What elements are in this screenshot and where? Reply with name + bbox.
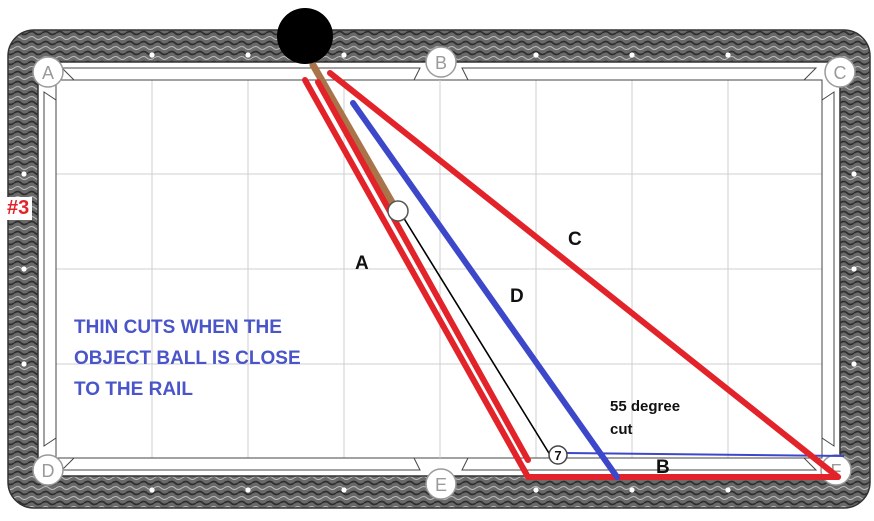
title-line-2: OBJECT BALL IS CLOSE bbox=[74, 348, 301, 369]
line-d bbox=[350, 100, 620, 480]
line-a-right bbox=[315, 79, 531, 463]
cut-note-line-2: cut bbox=[610, 421, 633, 438]
pocket-d: D bbox=[32, 454, 64, 486]
pocket-d-label: D bbox=[42, 461, 55, 481]
title-line-3: TO THE RAIL bbox=[74, 379, 193, 400]
pocket-a-label: A bbox=[42, 63, 54, 83]
pocket-e: E bbox=[425, 468, 457, 500]
cue-ball bbox=[387, 200, 409, 222]
diagram-number-tag: #3 bbox=[4, 197, 33, 220]
pocket-f-label: F bbox=[831, 461, 842, 481]
pocket-c: C bbox=[824, 56, 856, 88]
line-b-label: B bbox=[656, 457, 670, 478]
line-a-left bbox=[302, 77, 531, 480]
line-d-label: D bbox=[510, 286, 524, 307]
object-ball-number: 7 bbox=[554, 448, 561, 463]
rail-diamonds bbox=[21, 52, 857, 493]
cut-baseline bbox=[565, 452, 845, 457]
object-ball-7: 7 bbox=[548, 445, 568, 465]
line-a-label: A bbox=[355, 253, 369, 274]
line-c bbox=[327, 70, 841, 480]
pocket-e-label: E bbox=[435, 475, 447, 495]
pocket-c-label: C bbox=[834, 63, 847, 83]
red-lines bbox=[302, 70, 841, 480]
cut-angle-note: 55 degree cut bbox=[610, 395, 680, 441]
aim-line bbox=[399, 211, 553, 459]
playing-surface bbox=[55, 79, 823, 459]
pocket-a: A bbox=[32, 56, 64, 88]
pocket-b: B bbox=[425, 46, 457, 78]
diagram-title: THIN CUTS WHEN THE OBJECT BALL IS CLOSE … bbox=[74, 312, 301, 405]
title-line-1: THIN CUTS WHEN THE bbox=[74, 317, 282, 338]
cue-tip-ball bbox=[277, 8, 333, 64]
cut-note-line-1: 55 degree bbox=[610, 398, 681, 415]
line-c-label: C bbox=[568, 229, 582, 250]
pocket-b-label: B bbox=[435, 53, 447, 73]
cue-stick bbox=[309, 61, 397, 208]
